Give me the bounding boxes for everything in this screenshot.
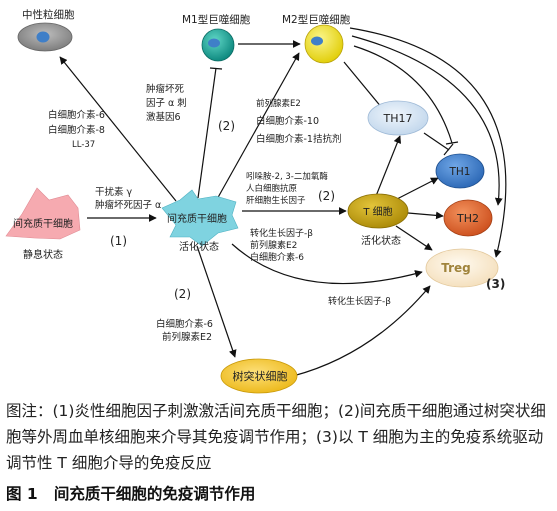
label-activation: 干扰素 γ 肿瘤坏死因子 α — [95, 186, 161, 211]
label-to-th2: 转化生长因子-β 前列腺素E2 白细胞介素-6 — [250, 227, 313, 263]
svg-text:前列腺素E2: 前列腺素E2 — [256, 98, 301, 109]
neutrophil-label: 中性粒细胞 — [22, 8, 75, 21]
label-to-m1: 肿瘤坏死 因子 α 刺 激基因6 — [146, 83, 187, 123]
diagram: 中性粒细胞 M1型巨噬细胞 M2型巨噬细胞 TH17 TH1 TH2 Treg … — [5, 8, 507, 394]
th17-cell: TH17 — [367, 100, 429, 136]
svg-text:吲哚胺-2, 3-二加氧酶: 吲哚胺-2, 3-二加氧酶 — [246, 171, 328, 182]
arrow-to-treg — [231, 243, 423, 285]
svg-text:前列腺素E2: 前列腺素E2 — [250, 239, 297, 251]
arrow-t-to-th1 — [396, 177, 439, 200]
t-cell: T 细胞 活化状态 — [347, 193, 409, 247]
svg-text:因子 α 刺: 因子 α 刺 — [146, 98, 187, 109]
treg-cell: Treg — [425, 248, 499, 288]
m1-macrophage: M1型巨噬细胞 — [182, 13, 251, 62]
label-to-dendritic: 白细胞介素-6 前列腺素E2 — [156, 318, 213, 343]
svg-text:激基因6: 激基因6 — [146, 111, 181, 123]
arrow-dendritic-to-treg — [292, 285, 431, 377]
th1-cell: TH1 — [435, 153, 485, 189]
inhibit-th1-from-m2 — [353, 45, 453, 144]
marker-step-3: (3) — [486, 277, 505, 291]
arrow-m2-to-th2 — [351, 35, 503, 206]
svg-text:干扰素 γ: 干扰素 γ — [95, 186, 133, 198]
t-cell-state: 活化状态 — [361, 234, 401, 247]
resting-state: 静息状态 — [23, 248, 63, 261]
m1-label: M1型巨噬细胞 — [182, 13, 251, 26]
inhibit-th1-from-th17 — [423, 132, 450, 151]
th2-cell: TH2 — [443, 199, 493, 237]
svg-text:白细胞介素-6: 白细胞介素-6 — [48, 109, 105, 121]
marker-step-2-dc: (2) — [174, 287, 191, 301]
label-to-t-cell: 吲哚胺-2, 3-二加氧酶 人白细胞抗原 肝细胞生长因子 — [246, 171, 328, 206]
arrow-t-to-treg — [395, 225, 433, 251]
arrow-m2-to-treg — [349, 27, 507, 258]
svg-text:白细胞介素-1拮抗剂: 白细胞介素-1拮抗剂 — [256, 133, 341, 145]
svg-text:人白细胞抗原: 人白细胞抗原 — [246, 183, 297, 194]
svg-text:肿瘤坏死因子 α: 肿瘤坏死因子 α — [95, 199, 161, 211]
arrow-to-dendritic — [196, 245, 237, 358]
svg-text:白细胞介素-10: 白细胞介素-10 — [256, 115, 319, 127]
treg-label: Treg — [441, 261, 471, 275]
marker-step-2-t: (2) — [318, 189, 335, 203]
svg-text:肝细胞生长因子: 肝细胞生长因子 — [246, 195, 306, 206]
label-to-m2: 前列腺素E2 白细胞介素-10 白细胞介素-1拮抗剂 — [256, 98, 341, 145]
label-to-neutrophil: 白细胞介素-6 白细胞介素-8 LL-37 — [48, 109, 105, 150]
t-cell-label: T 细胞 — [362, 205, 392, 218]
activated-msc-label: 间充质干细胞 — [167, 212, 227, 225]
th1-label: TH1 — [449, 166, 471, 178]
neutrophil-nucleus — [36, 31, 50, 43]
resting-msc-label: 间充质干细胞 — [13, 217, 73, 230]
arrow-t-to-th17 — [375, 135, 402, 197]
svg-text:前列腺素E2: 前列腺素E2 — [162, 331, 212, 343]
svg-text:肿瘤坏死: 肿瘤坏死 — [146, 83, 185, 95]
figure-caption: 图注：(1)炎性细胞因子刺激激活间充质干细胞；(2)间充质干细胞通过树突状细胞等… — [6, 402, 546, 472]
inhibit-th17-from-m2 — [343, 61, 383, 109]
svg-text:白细胞介素-6: 白细胞介素-6 — [156, 318, 213, 330]
th2-label: TH2 — [456, 212, 479, 225]
th17-label: TH17 — [383, 112, 413, 125]
arrow-t-to-th2 — [407, 211, 444, 220]
arrow-to-m2 — [215, 52, 300, 202]
m1-nucleus — [208, 38, 220, 48]
activated-msc: 间充质干细胞 活化状态 — [161, 189, 239, 253]
inhibit-m1 — [197, 67, 217, 199]
svg-text:白细胞介素-8: 白细胞介素-8 — [48, 124, 105, 136]
neutrophil-cell: 中性粒细胞 — [17, 8, 75, 52]
svg-text:白细胞介素-6: 白细胞介素-6 — [250, 251, 304, 263]
step-markers: (1) (2) (2) (2) (3) — [110, 119, 505, 301]
m2-macrophage: M2型巨噬细胞 — [282, 13, 351, 64]
arrow-to-neutrophil — [59, 56, 177, 202]
svg-text:转化生长因子-β: 转化生长因子-β — [250, 227, 313, 239]
figure-title: 图 1 间充质干细胞的免疫调节作用 — [6, 485, 256, 503]
m2-label: M2型巨噬细胞 — [282, 13, 351, 26]
label-to-treg: 转化生长因子-β — [328, 295, 391, 307]
activated-msc-state: 活化状态 — [179, 240, 219, 253]
m2-nucleus — [311, 36, 323, 46]
resting-msc: 间充质干细胞 静息状态 — [5, 187, 81, 261]
svg-text:LL-37: LL-37 — [72, 140, 95, 150]
marker-step-1: (1) — [110, 234, 127, 248]
marker-step-2-m2: (2) — [218, 119, 235, 133]
dendritic-label: 树突状细胞 — [233, 369, 288, 383]
dendritic-cell: 树突状细胞 — [220, 358, 298, 394]
